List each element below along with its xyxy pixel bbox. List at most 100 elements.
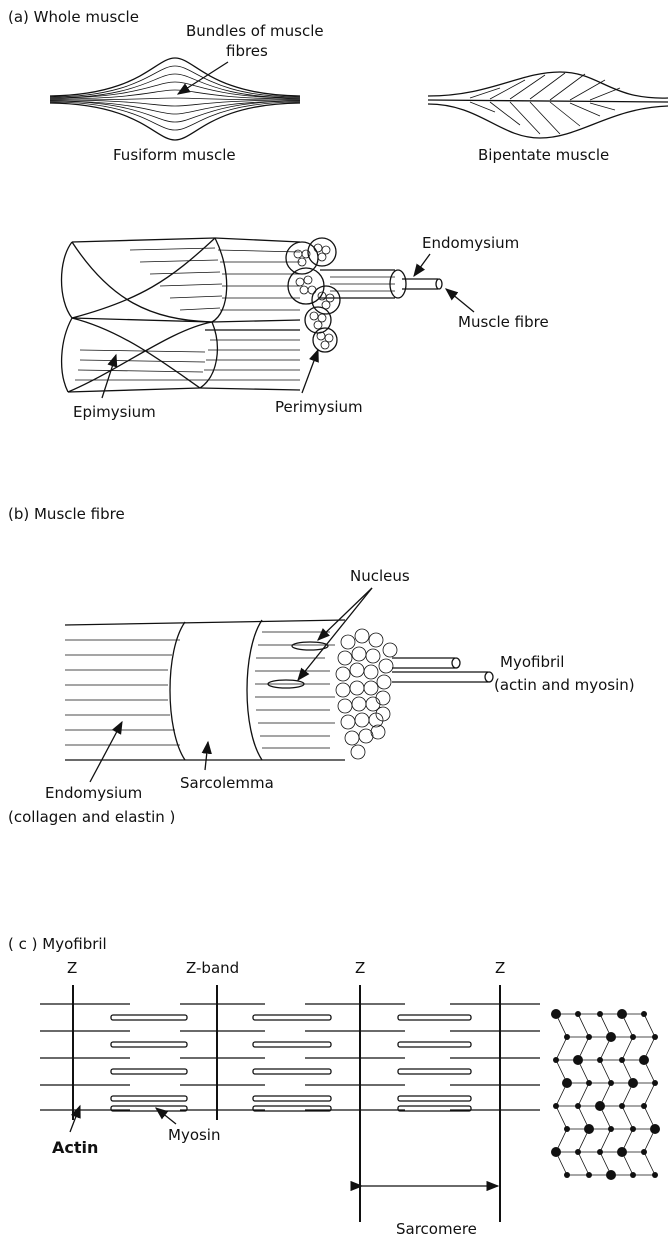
myosin-dot (606, 1170, 616, 1180)
nucleus-label: Nucleus (350, 567, 410, 585)
bundles-label-line1: Bundles of muscle (186, 22, 324, 40)
actin-dot (575, 1011, 581, 1017)
actin-dot (553, 1057, 559, 1063)
myosin-dot (617, 1147, 627, 1157)
actin-dot (553, 1103, 559, 1109)
lattice-link (622, 1037, 633, 1060)
myosin-filament (253, 1015, 331, 1020)
bipentate-label: Bipentate muscle (478, 146, 609, 164)
z-label-3: Z (355, 959, 365, 977)
section-a-heading: (a) Whole muscle (8, 8, 139, 26)
actin-dot (597, 1057, 603, 1063)
sarcolemma-arrow (205, 742, 208, 770)
myosin-label: Myosin (168, 1126, 221, 1144)
actin-dot (597, 1149, 603, 1155)
epimysium-label: Epimysium (73, 403, 156, 421)
myosin-dot (551, 1009, 561, 1019)
actin-dot (586, 1172, 592, 1178)
actin-dot (564, 1126, 570, 1132)
actin-dot (641, 1149, 647, 1155)
myosin-filament (398, 1042, 471, 1047)
myosin-dot (584, 1124, 594, 1134)
lattice-link (600, 1060, 611, 1083)
actin-dot (630, 1172, 636, 1178)
actin-dot (652, 1080, 658, 1086)
myosin-dot (606, 1032, 616, 1042)
lattice-link (644, 1014, 655, 1037)
actin-dot (630, 1126, 636, 1132)
muscle-fibre-cylinder (65, 620, 493, 760)
bipentate-muscle-shape (428, 72, 668, 138)
actin-dot (641, 1011, 647, 1017)
nucleus-arrow-2 (298, 588, 372, 680)
myosin-dot (551, 1147, 561, 1157)
myosin-dot (628, 1078, 638, 1088)
fusiform-label: Fusiform muscle (113, 146, 236, 164)
myosin-filament (253, 1096, 331, 1101)
lattice-link (600, 1129, 611, 1152)
lattice-link (556, 1106, 567, 1129)
lattice-link (622, 1106, 633, 1129)
endomysium-label-a: Endomysium (422, 234, 519, 252)
myosin-dot (639, 1055, 649, 1065)
lattice-link (578, 1083, 589, 1106)
sarcomere-label: Sarcomere (396, 1220, 477, 1238)
z-label-2: Z-band (186, 959, 239, 977)
actin-dot (564, 1172, 570, 1178)
myosin-dot (573, 1055, 583, 1065)
actin-dot (630, 1034, 636, 1040)
myosin-filament (398, 1069, 471, 1074)
sarcolemma-label: Sarcolemma (180, 774, 274, 792)
myosin-dot (650, 1124, 660, 1134)
actin-dot (641, 1103, 647, 1109)
perimysium-label: Perimysium (275, 398, 363, 416)
actin-dot (575, 1103, 581, 1109)
endomysium-sub-label: (collagen and elastin ) (8, 808, 175, 826)
actin-dot (608, 1126, 614, 1132)
actin-dot (619, 1057, 625, 1063)
myosin-filament (111, 1042, 187, 1047)
actin-dot (575, 1149, 581, 1155)
actin-dot (652, 1034, 658, 1040)
actin-label: Actin (52, 1138, 98, 1157)
myosin-filament (111, 1015, 187, 1020)
lattice-link (556, 1037, 567, 1060)
actin-dot (564, 1034, 570, 1040)
myosin-filament (111, 1069, 187, 1074)
bundles-label-line2: fibres (226, 42, 268, 60)
myosin-filament (111, 1096, 187, 1101)
lattice-link (644, 1083, 655, 1106)
endomysium-label-b: Endomysium (45, 784, 142, 802)
actin-dot (597, 1011, 603, 1017)
myofibril-label-line1: Myofibril (500, 653, 564, 671)
lattice-link (644, 1152, 655, 1175)
filament-lattice-cross-section (551, 1009, 660, 1180)
myosin-dot (562, 1078, 572, 1088)
z-label-1: Z (67, 959, 77, 977)
z-label-4: Z (495, 959, 505, 977)
lattice-link (578, 1014, 589, 1037)
endomysium-arrow-a (414, 254, 430, 276)
actin-dot (586, 1080, 592, 1086)
section-c-heading: ( c ) Myofibril (8, 935, 107, 953)
myofibril-label-line2: (actin and myosin) (494, 676, 635, 694)
epimysium-arrow (102, 355, 116, 398)
lattice-link (578, 1152, 589, 1175)
actin-dot (619, 1103, 625, 1109)
myosin-dot (617, 1009, 627, 1019)
whole-muscle-bundle (62, 238, 443, 392)
actin-dot (652, 1172, 658, 1178)
myosin-filament (398, 1015, 471, 1020)
actin-dot (586, 1034, 592, 1040)
myosin-filament (253, 1042, 331, 1047)
myosin-filament (398, 1096, 471, 1101)
section-b-heading: (b) Muscle fibre (8, 505, 125, 523)
muscle-fibre-arrow (446, 289, 474, 312)
myosin-filament (253, 1069, 331, 1074)
myosin-dot (595, 1101, 605, 1111)
perimysium-arrow (302, 350, 318, 393)
endomysium-arrow-b (90, 722, 122, 782)
fusiform-muscle-shape (50, 58, 300, 140)
muscle-fibre-label: Muscle fibre (458, 313, 549, 331)
